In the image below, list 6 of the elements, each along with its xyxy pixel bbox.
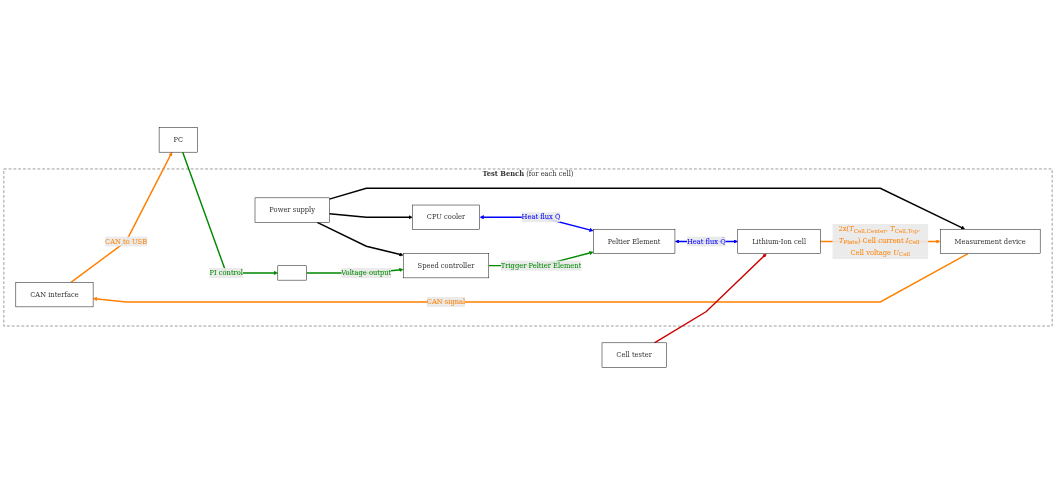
node-box [277, 265, 307, 281]
arrow [653, 253, 767, 344]
arrow [182, 151, 278, 276]
arrow [70, 152, 173, 284]
arrow [316, 221, 404, 257]
arrow [328, 212, 413, 220]
